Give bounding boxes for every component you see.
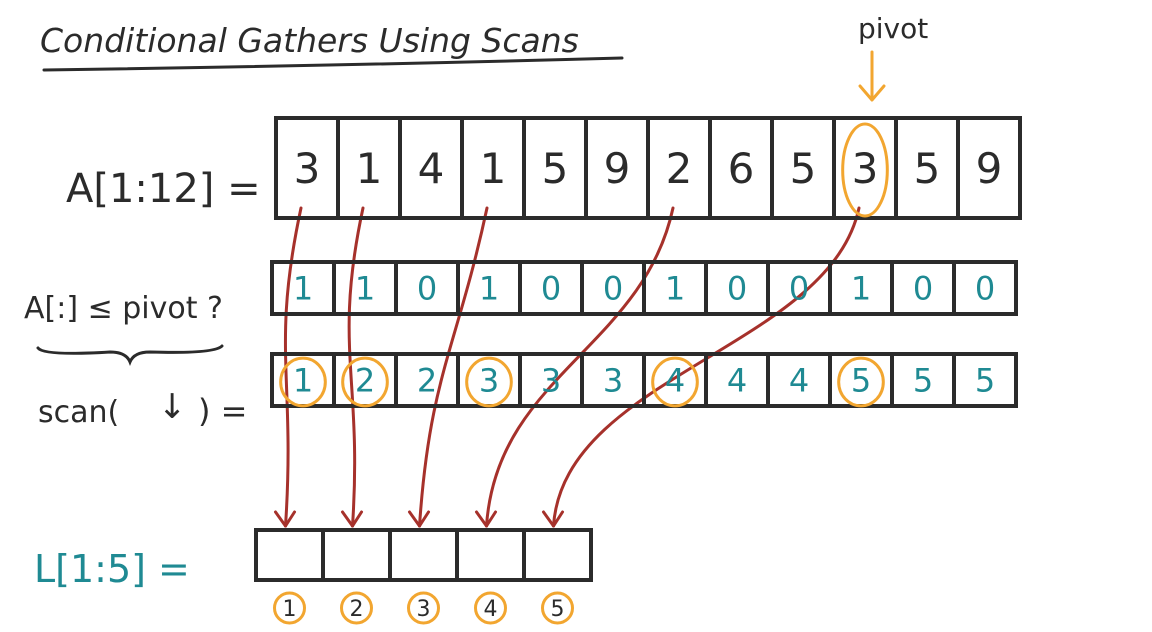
array-a-value: 5 [914, 144, 941, 193]
output-index-circle [474, 591, 507, 625]
scan-highlight-circle [279, 356, 327, 408]
output-index-circle [407, 591, 440, 625]
output-cell [390, 530, 457, 580]
scan-down-arrow: ↓ [158, 387, 187, 427]
predicate-value: 1 [851, 270, 871, 308]
scan-value: 4 [727, 362, 747, 400]
predicate-brace [36, 344, 224, 367]
output-index-value: 3 [417, 597, 431, 622]
scan-value: 4 [665, 362, 685, 400]
scan-value: 5 [975, 362, 995, 400]
output-index-value: 5 [551, 597, 565, 622]
predicate-row: 1 1 0 1 0 0 1 0 0 1 0 0 [270, 260, 1018, 316]
array-a-value: 1 [356, 144, 383, 193]
predicate-value: 0 [727, 270, 747, 308]
array-a-value: 5 [542, 144, 569, 193]
array-a-value: 1 [480, 144, 507, 193]
output-index-value: 4 [484, 597, 498, 622]
output-index-value: 1 [283, 597, 297, 622]
gather-arrow-head [475, 510, 497, 528]
scan-value: 3 [603, 362, 623, 400]
gather-arrow [418, 206, 489, 528]
array-a-label: A[1:12] = [66, 166, 261, 212]
gather-arrow-head [542, 510, 564, 528]
array-a-value: 9 [604, 144, 631, 193]
output-cell [256, 530, 323, 580]
scan-close-label: ) = [198, 392, 247, 430]
array-a-value: 3 [852, 144, 879, 193]
pivot-label: pivot [858, 12, 928, 45]
output-index-value: 2 [350, 597, 364, 622]
scan-highlight-circle [837, 356, 885, 408]
output-index-row: 1 2 3 4 5 [273, 591, 574, 625]
predicate-value: 1 [665, 270, 685, 308]
output-cell [457, 530, 524, 580]
scan-value: 3 [541, 362, 561, 400]
array-a-value: 6 [728, 144, 755, 193]
scan-highlight-circle [465, 356, 513, 408]
array-a-highlight-circle [841, 122, 889, 218]
output-cell [524, 530, 591, 580]
array-a-value: 9 [976, 144, 1003, 193]
gather-arrow-head [341, 510, 363, 528]
scan-highlight-circle [341, 356, 389, 408]
scan-value: 5 [913, 362, 933, 400]
array-a-value: 4 [418, 144, 445, 193]
predicate-value: 0 [975, 270, 995, 308]
scan-value: 1 [293, 362, 313, 400]
array-a-value: 2 [666, 144, 693, 193]
output-index-circle [541, 591, 574, 625]
diagram-title: Conditional Gathers Using Scans [40, 21, 579, 60]
scan-value: 5 [851, 362, 871, 400]
predicate-value: 0 [541, 270, 561, 308]
scan-row: 1 2 2 3 3 3 4 4 4 5 5 5 [270, 352, 1018, 408]
predicate-label: A[:] ≤ pivot ? [24, 291, 223, 326]
output-array-row [254, 528, 593, 582]
gather-arrow-head [408, 510, 430, 528]
predicate-value: 1 [355, 270, 375, 308]
predicate-value: 0 [417, 270, 437, 308]
scan-open-label: scan( [38, 395, 119, 430]
gather-arrow [283, 206, 303, 528]
array-a-value: 3 [294, 144, 321, 193]
scan-value: 2 [417, 362, 437, 400]
predicate-value: 0 [603, 270, 623, 308]
output-index-circle [340, 591, 373, 625]
output-cell [323, 530, 390, 580]
output-frame [254, 528, 593, 582]
array-a-value: 5 [790, 144, 817, 193]
predicate-value: 0 [789, 270, 809, 308]
scan-value: 4 [789, 362, 809, 400]
title-underline [42, 56, 624, 72]
predicate-value: 0 [913, 270, 933, 308]
pivot-arrow [858, 50, 886, 102]
scan-value: 2 [355, 362, 375, 400]
predicate-value: 1 [479, 270, 499, 308]
predicate-value: 1 [293, 270, 313, 308]
scan-highlight-circle [651, 356, 699, 408]
scan-value: 3 [479, 362, 499, 400]
output-label: L[1:5] = [34, 547, 190, 591]
gather-arrow [485, 206, 675, 528]
gather-arrow-head [274, 510, 296, 528]
output-index-circle [273, 591, 306, 625]
